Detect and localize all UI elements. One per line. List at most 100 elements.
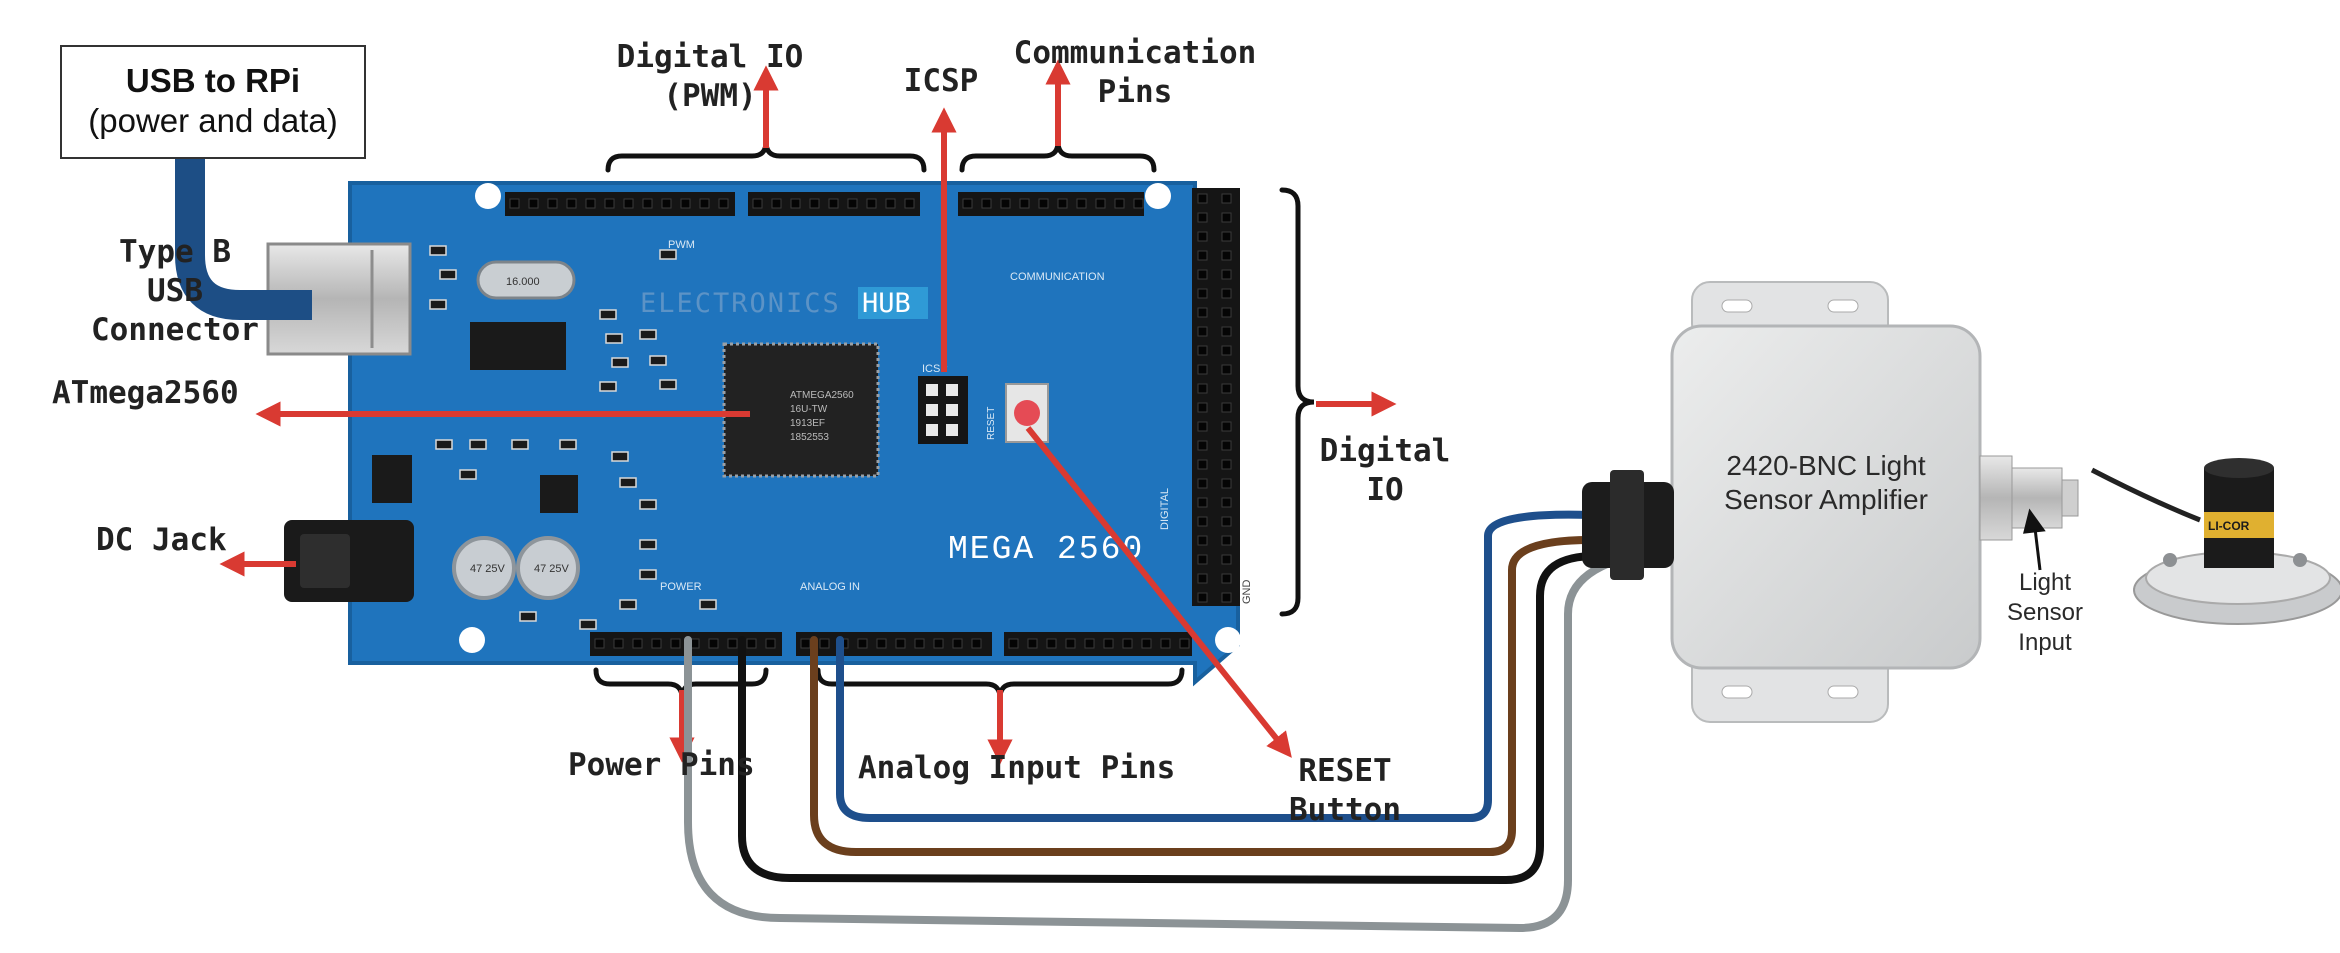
smd-component — [640, 570, 656, 579]
header-pin — [1222, 460, 1231, 469]
header-pin — [1198, 403, 1207, 412]
smd-component — [700, 600, 716, 609]
smd-component — [600, 310, 616, 319]
label-reset-button: RESET Button — [1270, 752, 1420, 830]
header-pin — [1198, 365, 1207, 374]
header-pin — [671, 639, 680, 648]
label-line: Button — [1270, 791, 1420, 830]
header-pin — [1077, 199, 1086, 208]
label-line: Sensor — [1990, 598, 2100, 628]
header-pin — [1222, 479, 1231, 488]
label-type-b-usb: Type B USB Connector — [70, 233, 280, 350]
bnc-tip — [2062, 480, 2078, 516]
silk-power: POWER — [660, 581, 702, 593]
header-pin — [1222, 593, 1231, 602]
header-pin — [1198, 213, 1207, 222]
label-type-b-line: Connector — [70, 311, 280, 350]
header-pin — [1198, 593, 1207, 602]
smd-component — [640, 330, 656, 339]
dc-jack-face — [300, 534, 350, 588]
header-pin — [1198, 517, 1207, 526]
header-pin — [1198, 270, 1207, 279]
header-pin — [529, 199, 538, 208]
header-pin — [1222, 270, 1231, 279]
smd-component — [440, 270, 456, 279]
label-line: 2420-BNC Light — [1676, 449, 1976, 483]
sensor-head-top — [2204, 458, 2274, 478]
header-pin — [548, 199, 557, 208]
header-pin — [801, 639, 810, 648]
smd-component — [640, 540, 656, 549]
smd-component — [460, 470, 476, 479]
smd-component — [600, 382, 616, 391]
header-pin — [1198, 479, 1207, 488]
label-line: Communication — [1000, 34, 1270, 73]
label-digital-io-pwm: Digital IO (PWM) — [600, 38, 820, 116]
mounting-hole — [1145, 183, 1171, 209]
label-icsp: ICSP — [886, 62, 996, 101]
header-pin — [719, 199, 728, 208]
header-pin — [1115, 199, 1124, 208]
cable-gland-nut — [1610, 470, 1644, 580]
header-pin — [972, 639, 981, 648]
label-line: IO — [1310, 471, 1460, 510]
header-pin — [1198, 574, 1207, 583]
header-pin — [867, 199, 876, 208]
header-pin — [1222, 536, 1231, 545]
smd-component — [470, 440, 486, 449]
header-pin — [662, 199, 671, 208]
silk-analog: ANALOG IN — [800, 581, 860, 593]
leveling-screw — [2293, 553, 2307, 567]
icsp-pin — [926, 384, 938, 396]
capacitor-label: 47 25V — [470, 563, 506, 575]
header-pin — [1198, 194, 1207, 203]
header-pin — [1134, 199, 1143, 208]
header-pin — [1198, 422, 1207, 431]
header-pin — [772, 199, 781, 208]
header-pin — [595, 639, 604, 648]
smd-component — [430, 246, 446, 255]
header-pin — [1198, 460, 1207, 469]
label-line: Input — [1990, 628, 2100, 658]
header-pin — [820, 639, 829, 648]
header-pin — [1161, 639, 1170, 648]
label-type-b-line: Type B — [70, 233, 280, 272]
sensor-cable — [2092, 470, 2200, 520]
header-pin — [886, 199, 895, 208]
header-pin — [766, 639, 775, 648]
header-pin — [1009, 639, 1018, 648]
label-line: Sensor Amplifier — [1676, 483, 1976, 517]
header-pin — [652, 639, 661, 648]
mounting-hole — [1215, 627, 1241, 653]
header-pin — [1047, 639, 1056, 648]
amp-mount-slot — [1722, 686, 1752, 698]
silk-digital: DIGITAL — [1159, 488, 1171, 530]
header-pin — [982, 199, 991, 208]
header-pin — [633, 639, 642, 648]
smd-component — [436, 440, 452, 449]
usb-interface-chip — [470, 322, 566, 370]
header-pin — [605, 199, 614, 208]
icsp-pin — [946, 384, 958, 396]
chip-label: 1913EF — [790, 418, 825, 429]
header-pin — [709, 639, 718, 648]
header-pin — [1198, 441, 1207, 450]
header-pin — [1222, 498, 1231, 507]
header-pin — [567, 199, 576, 208]
smd-component — [640, 500, 656, 509]
regulator — [372, 455, 412, 503]
header-pin — [1222, 403, 1231, 412]
header-pin — [934, 639, 943, 648]
header-pin — [1198, 232, 1207, 241]
mounting-hole — [459, 627, 485, 653]
header-pin — [586, 199, 595, 208]
header-pin — [1028, 639, 1037, 648]
brand-hub: HUB — [862, 288, 911, 319]
reset-button-cap — [1014, 400, 1040, 426]
smd-component — [612, 358, 628, 367]
header-pin — [1222, 384, 1231, 393]
icsp-pin — [946, 404, 958, 416]
header-pin — [1058, 199, 1067, 208]
header-pin — [1198, 498, 1207, 507]
